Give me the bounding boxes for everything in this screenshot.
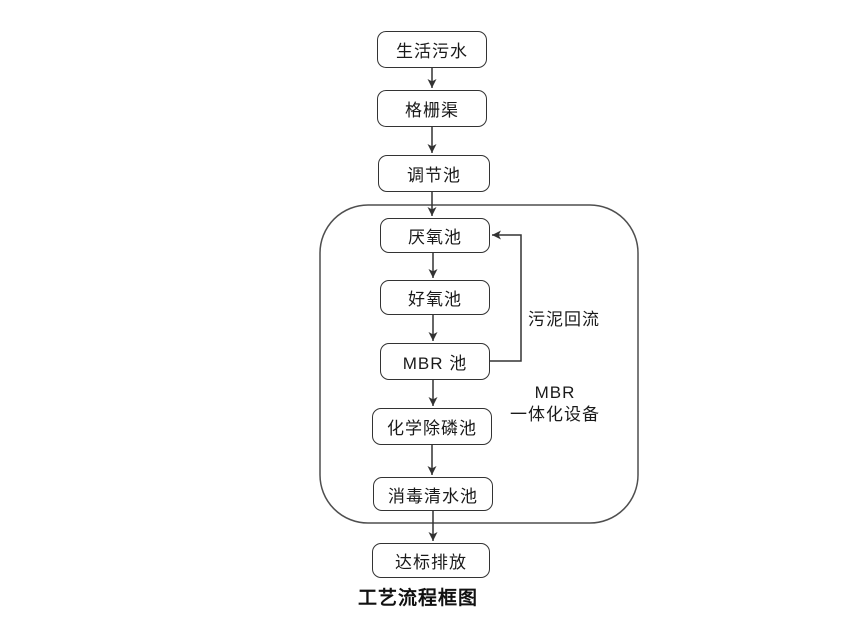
node-mbr-tank: MBR 池 bbox=[380, 343, 490, 380]
node-standard-discharge: 达标排放 bbox=[372, 543, 490, 578]
node-regulating-tank: 调节池 bbox=[378, 155, 490, 192]
label-mbr-integrated-equipment-line1: MBR bbox=[534, 383, 576, 402]
sludge-return-arrow bbox=[490, 230, 522, 362]
label-mbr-integrated-equipment: MBR 一体化设备 bbox=[495, 382, 615, 426]
diagram-caption: 工艺流程框图 bbox=[358, 588, 479, 609]
mbr-equipment-boundary bbox=[319, 204, 639, 524]
label-sludge-return: 污泥回流 bbox=[528, 310, 600, 329]
node-anaerobic-tank: 厌氧池 bbox=[380, 218, 490, 253]
node-grid-channel: 格栅渠 bbox=[377, 90, 487, 127]
node-chemical-phosphorus-removal-tank: 化学除磷池 bbox=[372, 408, 492, 445]
node-aerobic-tank: 好氧池 bbox=[380, 280, 490, 315]
label-mbr-integrated-equipment-line2: 一体化设备 bbox=[510, 405, 600, 424]
flow-arrows bbox=[427, 68, 522, 541]
node-domestic-sewage: 生活污水 bbox=[377, 31, 487, 68]
node-disinfection-clean-water-tank: 消毒清水池 bbox=[373, 477, 493, 511]
